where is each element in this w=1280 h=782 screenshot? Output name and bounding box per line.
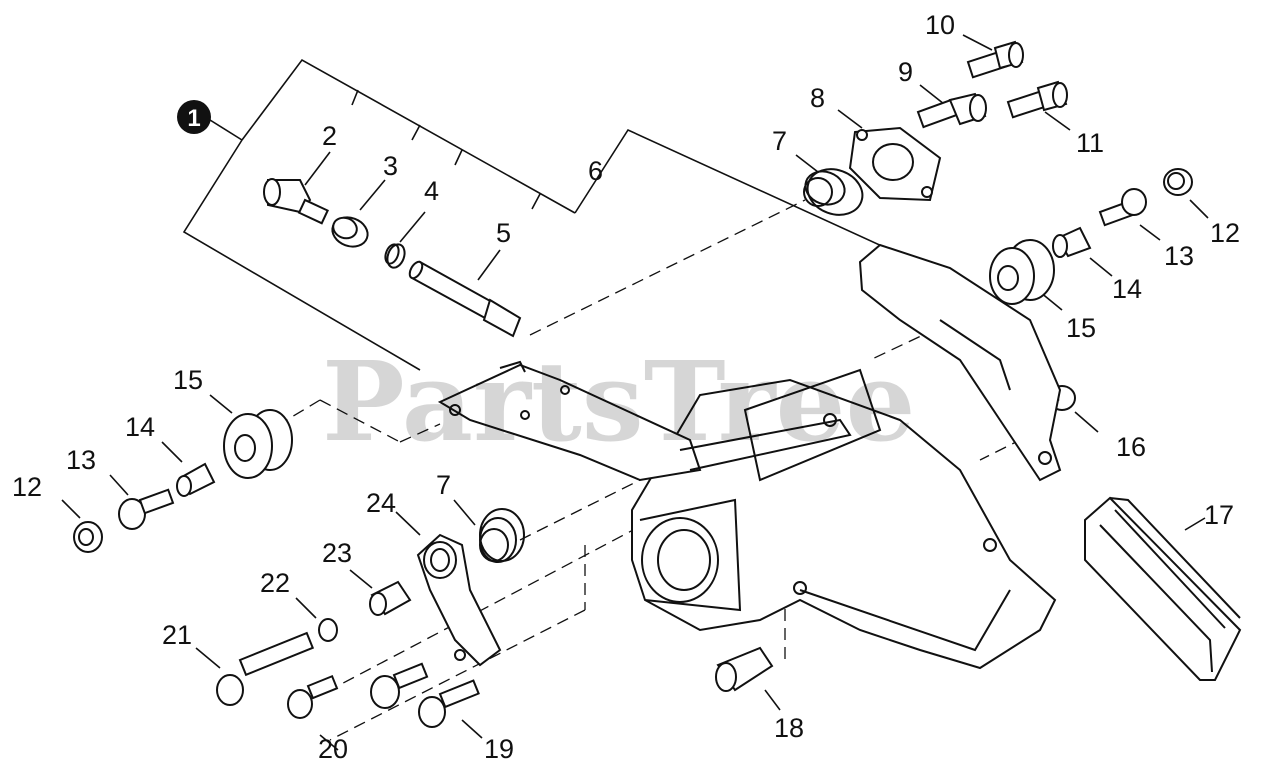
part-7-spring-upper	[803, 168, 864, 216]
callout-21: 21	[162, 620, 192, 650]
part-11-bolt	[1006, 80, 1068, 119]
part-18-plug	[715, 646, 774, 692]
part-21-long-bolt	[216, 631, 315, 706]
callout-20: 20	[318, 734, 348, 764]
part-20-screw	[287, 674, 339, 719]
callout-15-lower: 15	[173, 365, 203, 395]
callout-11: 11	[1076, 128, 1104, 158]
part-19-bolt	[418, 679, 480, 728]
callout-7-upper: 7	[772, 126, 787, 156]
oil-pump-arm	[437, 360, 852, 482]
callout-18: 18	[774, 713, 804, 743]
callout-10: 10	[925, 10, 955, 40]
assembly-badge: 1	[177, 100, 211, 134]
watermark: PartsTree	[322, 337, 916, 466]
callout-6: 6	[588, 156, 603, 186]
part-22-washer	[318, 618, 338, 642]
callout-15-upper: 15	[1066, 313, 1096, 343]
callout-12-lower: 12	[12, 472, 42, 502]
callout-17: 17	[1204, 500, 1234, 530]
callout-7-lower: 7	[436, 470, 451, 500]
part-23-bushing	[369, 580, 412, 616]
callout-16: 16	[1116, 432, 1146, 462]
part-5-shaft	[408, 260, 522, 338]
assembly-badge-label: 1	[187, 105, 200, 132]
part-14-sleeve-lower	[176, 462, 216, 497]
callout-8: 8	[810, 83, 825, 113]
part-19-nut	[370, 662, 429, 709]
part-12-nut-upper	[1163, 168, 1193, 196]
callout-3: 3	[383, 151, 398, 181]
leader-lines	[61, 34, 1209, 751]
part-17-cover	[1084, 496, 1242, 681]
callout-4: 4	[424, 176, 439, 206]
part-13-bolt-upper	[1098, 188, 1147, 227]
callout-13-lower: 13	[66, 445, 96, 475]
callout-14-upper: 14	[1112, 274, 1142, 304]
callout-14-lower: 14	[125, 412, 155, 442]
part-15-mount-lower	[223, 409, 293, 479]
callout-12-upper: 12	[1210, 218, 1240, 248]
callout-24: 24	[366, 488, 396, 518]
part-9-screw	[916, 92, 987, 129]
callout-22: 22	[260, 568, 290, 598]
callout-labels: 2 3 4 5 6 7 8 9 10 11 12 13 14 15 16 17 …	[12, 10, 1240, 764]
callout-23: 23	[322, 538, 352, 568]
part-3-bushing	[331, 216, 369, 248]
part-14-sleeve-upper	[1052, 226, 1092, 258]
part-7-spring-lower	[479, 508, 525, 563]
part-24-bracket	[416, 533, 502, 667]
part-4-oring	[384, 243, 406, 269]
part-13-bolt-lower	[118, 488, 175, 530]
part-10-bolt	[966, 40, 1024, 79]
part-8-gasket	[848, 126, 942, 202]
assembly-bracket	[182, 58, 1001, 371]
part-15-mount-upper	[989, 239, 1055, 305]
callout-13-upper: 13	[1164, 241, 1194, 271]
chain-guard-plate	[858, 243, 1062, 482]
callout-2: 2	[322, 121, 337, 151]
callout-19: 19	[484, 734, 514, 764]
callout-9: 9	[898, 57, 913, 87]
part-12-nut-lower	[73, 521, 103, 553]
callout-5: 5	[496, 218, 511, 248]
part-2-nozzle	[263, 178, 329, 225]
main-housing	[631, 368, 1057, 670]
